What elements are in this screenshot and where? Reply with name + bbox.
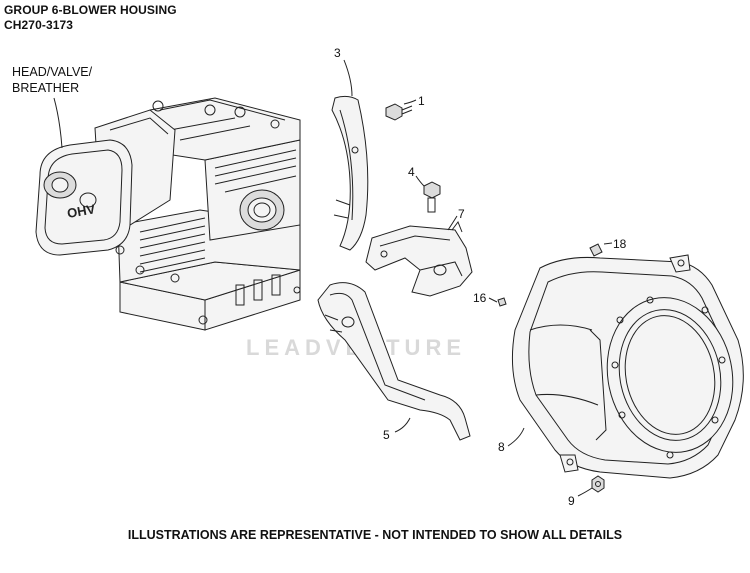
part-18-clip bbox=[589, 243, 603, 257]
leader-16 bbox=[488, 297, 498, 303]
callout-1: 1 bbox=[418, 94, 425, 108]
leader-1 bbox=[403, 99, 417, 105]
part-8-blower-housing bbox=[511, 254, 744, 479]
part-7-bracket bbox=[365, 220, 473, 297]
callout-head-valve-breather: HEAD/VALVE/ BREATHER bbox=[12, 64, 92, 96]
part-3-baffle bbox=[331, 95, 369, 251]
callout-head-line-1: HEAD/VALVE/ bbox=[12, 65, 93, 79]
engine-ohv-logo: OHV bbox=[66, 201, 97, 221]
part-1-bolt bbox=[385, 103, 413, 121]
leader-3 bbox=[343, 59, 353, 97]
callout-4: 4 bbox=[408, 165, 415, 179]
callout-18: 18 bbox=[613, 237, 627, 251]
leader-4 bbox=[415, 175, 425, 187]
callout-5: 5 bbox=[383, 428, 390, 442]
callout-3: 3 bbox=[334, 46, 341, 60]
leader-5 bbox=[394, 417, 411, 433]
callout-9: 9 bbox=[568, 494, 575, 508]
part-9-nut bbox=[591, 475, 605, 493]
part-4-bolt bbox=[423, 181, 441, 213]
part-16-clip bbox=[497, 297, 507, 307]
callout-16: 16 bbox=[473, 291, 487, 305]
callout-8: 8 bbox=[498, 440, 505, 454]
part-5-shroud bbox=[317, 282, 471, 441]
diagram-code: CH270-3173 bbox=[4, 18, 74, 32]
callout-7: 7 bbox=[458, 207, 465, 221]
engine-assembly: OHV bbox=[35, 97, 301, 331]
leader-7 bbox=[447, 215, 458, 231]
diagram-title: GROUP 6-BLOWER HOUSING bbox=[4, 3, 177, 17]
leader-8 bbox=[507, 427, 525, 447]
leader-9 bbox=[577, 487, 593, 497]
leader-18 bbox=[603, 242, 613, 245]
leader-head bbox=[53, 97, 63, 149]
callout-head-line-2: BREATHER bbox=[12, 81, 80, 95]
footer-disclaimer: ILLUSTRATIONS ARE REPRESENTATIVE - NOT I… bbox=[127, 528, 623, 542]
